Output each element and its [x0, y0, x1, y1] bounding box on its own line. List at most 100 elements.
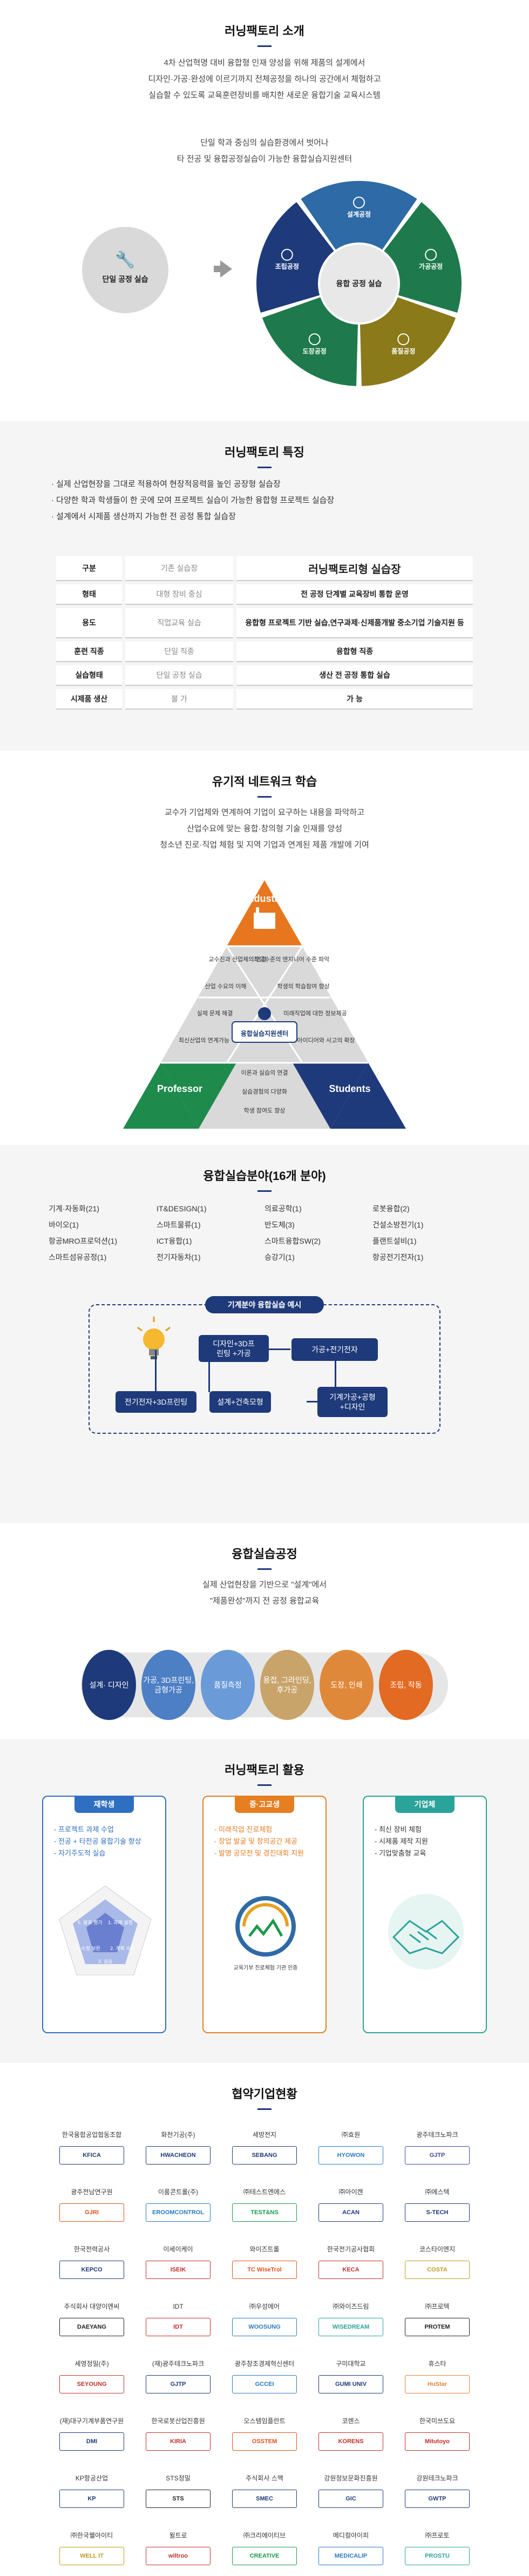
field-item: ICT융합(1) [157, 1237, 192, 1245]
partner-logo: IDT [146, 2318, 211, 2336]
partner-name: IDT [173, 2303, 184, 2310]
field-item: 스마트섬유공정(1) [49, 1253, 107, 1262]
partner-logo: CREATIVE [232, 2547, 297, 2565]
partner-item: 세영정밀(주)SEYOUNG [49, 2351, 135, 2409]
partner-logo: TEST&NS [232, 2203, 297, 2222]
field-item: 항공전기전자(1) [372, 1253, 424, 1262]
partner-item: IDT IDT [135, 2294, 221, 2351]
partner-name: (재)대구기계부품연구원 [59, 2417, 124, 2425]
cell: 이론과 실습의 연결 [241, 1069, 288, 1076]
intro-lead: 4차 산업혁명 대비 융합형 인재 양성을 위해 제품의 설계에서 디자인·가공… [148, 58, 381, 100]
partner-name: 강원테크노파크 [416, 2474, 458, 2482]
lightbulb-icon [137, 1317, 171, 1359]
field-item: 전기자동차(1) [157, 1253, 201, 1262]
wheel-segment-label: 설계공정 [347, 210, 371, 218]
partner-name: 주식회사 스맥 [246, 2474, 283, 2482]
partner-name: ㈜프로텍 [425, 2303, 450, 2310]
process-icon [397, 333, 410, 346]
features-section: 러닝팩토리 특징 실제 산업현장을 그대로 적용하여 현장적응력을 높인 공장형… [0, 421, 529, 751]
process-step: 품질측정 [201, 1650, 255, 1720]
partner-logo: wiltroo [146, 2547, 211, 2565]
intro-title: 러닝팩토리 소개 [0, 22, 529, 47]
cell: 미래직업에 대한 정보제공 [283, 1010, 347, 1017]
partner-name: 한국전기공사협회 [327, 2245, 375, 2253]
svg-text:1. 과제 설정: 1. 과제 설정 [108, 1920, 133, 1925]
field-item: IT&DESIGN(1) [157, 1204, 207, 1213]
usage-card-teens: 중·고교생 미래직업 진로체험 창업 발굴 및 창의공간 제공 발명 공모전 및… [202, 1796, 327, 2033]
certification-seal-icon: 교육기부 진로체험 기관 인증 [234, 1896, 298, 1971]
partner-logo: TC WiseTrol [232, 2261, 297, 2279]
table-cell: 단일 직종 [125, 642, 233, 662]
features-title: 러닝팩토리 특징 [0, 443, 529, 468]
cell: 학생 참여도 향상 [244, 1107, 286, 1114]
wheel-segment [384, 202, 462, 313]
field-item: 건설소방전기(1) [372, 1220, 424, 1229]
partner-logo: MEDICALIP [318, 2547, 383, 2565]
field-item: 로봇융합(2) [372, 1204, 410, 1213]
network-title: 유기적 네트워크 학습 [0, 772, 529, 798]
partner-logo: KEPCO [59, 2261, 124, 2279]
partner-logo: WOOSUNG [232, 2318, 297, 2336]
partner-logo: GUMI UNIV [318, 2375, 383, 2393]
partner-logo: STS [146, 2490, 211, 2508]
network-section: 유기적 네트워크 학습 교수가 기업체와 연계하여 기업이 요구하는 내용을 파… [0, 751, 529, 1145]
table-cell: 구분 [56, 556, 122, 581]
cell: 산업 수요의 이해 [205, 982, 247, 990]
partner-logo: GCCEI [232, 2375, 297, 2393]
partner-logo: WISEDREAM [318, 2318, 383, 2336]
fields-title: 융합실습분야(16개 분야) [0, 1166, 529, 1192]
partner-item: 화천기공(주) HWACHEON [135, 2122, 221, 2180]
svg-text:3. 실습: 3. 실습 [98, 1959, 113, 1964]
partner-name: ㈜프로토 [425, 2532, 450, 2539]
fields-grid: 기계·자동화(21)IT&DESIGN(1)의료공학(1)로봇융합(2)바이오(… [49, 1202, 480, 1264]
field-item: 스마트융합SW(2) [264, 1237, 321, 1245]
usage-card-students: 재학생 프로젝트 과제 수업 전공 + 타전공 융합기술 향상 자기주도적 실습… [42, 1796, 166, 2033]
intro-section: 러닝팩토리 소개 4차 산업혁명 대비 융합형 인재 양성을 위해 제품의 설계… [0, 0, 529, 421]
students-label: Students [329, 1083, 370, 1094]
feature-bullet: 설계에서 시제품 생산까지 가능한 전 공정 통합 실습장 [51, 509, 483, 525]
process-step: 조립, 작동 [379, 1650, 433, 1720]
partner-logo: HWACHEON [146, 2146, 211, 2164]
wheel-center-label: 융합 공정 실습 [336, 279, 382, 288]
usage-title: 러닝팩토리 활용 [0, 1761, 529, 1786]
partner-name: ㈜에스텍 [425, 2188, 450, 2196]
table-cell: 러닝팩토리형 실습장 [236, 556, 473, 581]
table-cell: 훈련 직종 [56, 642, 122, 662]
table-cell: 용도 [56, 608, 122, 638]
partner-logo: KECA [318, 2261, 383, 2279]
process-step: 설계· 디자인 [82, 1650, 136, 1720]
partner-name: 광주테크노파크 [416, 2131, 458, 2139]
partner-name: 주식회사 대양이엔씨 [64, 2303, 120, 2310]
partner-logo: KP [59, 2490, 124, 2508]
feature-bullet: 다양한 학과 학생들이 한 곳에 모여 프로젝트 실습이 가능한 융합형 프로젝… [51, 493, 483, 509]
field-item: 반도체(3) [264, 1220, 295, 1229]
partners-title: 협약기업현황 [0, 2085, 529, 2110]
svg-text:교육기부 진로체험 기관 인증: 교육기부 진로체험 기관 인증 [234, 1965, 298, 1971]
process-icon [281, 248, 293, 261]
partner-name: ㈜아이캔 [338, 2188, 363, 2196]
partner-logo: SEBANG [232, 2146, 297, 2164]
partner-logo: S-TECH [405, 2203, 470, 2222]
partner-name: 화천기공(주) [161, 2131, 195, 2139]
